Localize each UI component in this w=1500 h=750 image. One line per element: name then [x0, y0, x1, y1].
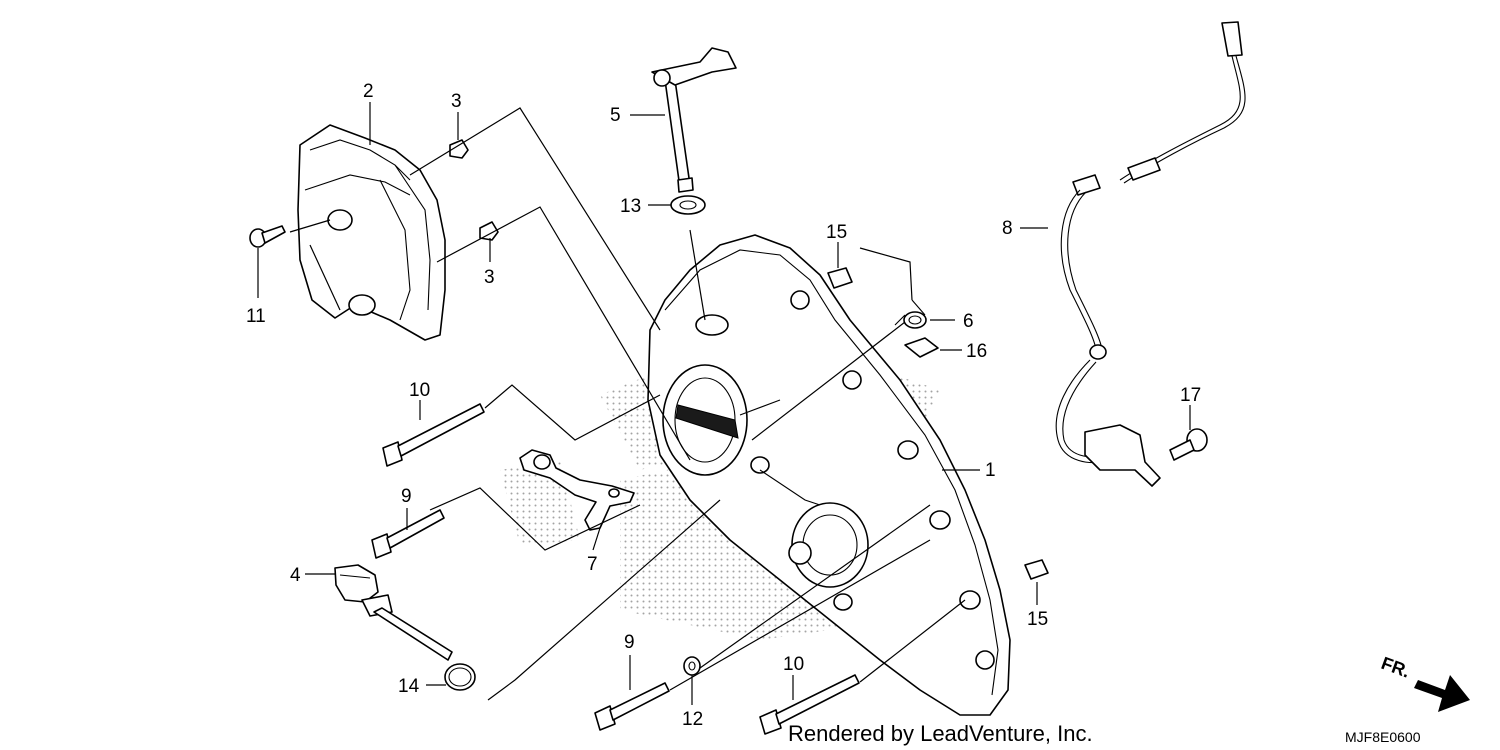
callout-15b: 15: [1027, 609, 1048, 630]
callout-3a: 3: [451, 91, 462, 112]
diagram-code: MJF8E0600: [1345, 729, 1421, 745]
callout-10a: 10: [409, 380, 430, 401]
sprocket-cover-part: [297, 124, 446, 341]
callout-1: 1: [985, 460, 996, 481]
callout-labels: 1 2 3 3 4 5 6 7 8 9 9 10 10 11 12 13 14 …: [246, 81, 1201, 730]
callout-2: 2: [363, 81, 374, 102]
callout-6: 6: [963, 311, 974, 332]
callout-16: 16: [966, 341, 987, 362]
callout-7: 7: [587, 554, 598, 575]
grommet-16-part: [904, 337, 939, 358]
bolt-11-part: [249, 225, 286, 248]
engine-cover-part: [647, 234, 1011, 716]
bolt-10-part: [382, 403, 860, 735]
callout-3b: 3: [484, 267, 495, 288]
collar-part: [449, 139, 499, 241]
rendered-by-credit: Rendered by LeadVenture, Inc.: [788, 721, 1093, 746]
o-ring-part: [444, 663, 476, 691]
bolt-9-part: [371, 509, 670, 731]
leader-lines: [257, 102, 1191, 705]
callout-15a: 15: [826, 222, 847, 243]
callout-14: 14: [398, 676, 420, 697]
callout-9b: 9: [624, 632, 635, 653]
bolt-17-part: [1169, 428, 1208, 461]
callout-10b: 10: [783, 654, 804, 675]
dipstick-part: [334, 564, 453, 661]
washer-12-part: [683, 656, 701, 676]
callout-11: 11: [246, 306, 266, 327]
bracket-7-part: [519, 449, 635, 531]
callout-9a: 9: [401, 486, 412, 507]
spring-6-part: [894, 299, 927, 329]
dowel-pin-part: [827, 267, 1049, 580]
direction-label: FR.: [1379, 653, 1413, 682]
seal-13-part: [670, 195, 706, 215]
shift-arm-part: [651, 47, 737, 193]
front-direction-arrow: FR.: [1379, 653, 1470, 712]
callout-4: 4: [290, 565, 301, 586]
callout-12: 12: [682, 709, 703, 730]
harness-8-part: [1055, 21, 1246, 487]
callout-13: 13: [620, 196, 641, 217]
callout-8: 8: [1002, 218, 1013, 239]
callout-5: 5: [610, 105, 621, 126]
callout-17: 17: [1180, 385, 1201, 406]
